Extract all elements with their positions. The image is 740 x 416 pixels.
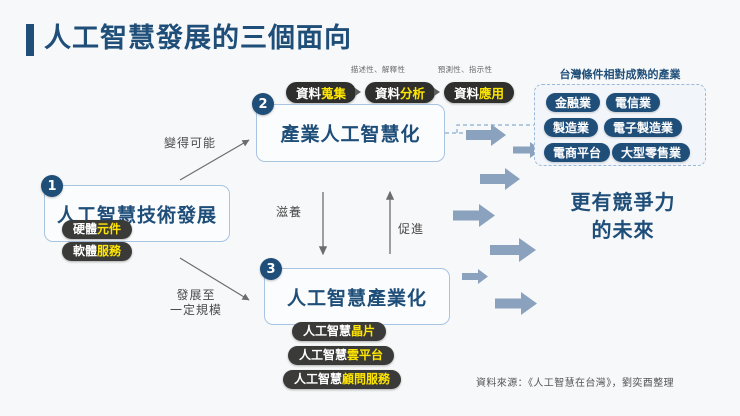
- industry-pill-large-retail[interactable]: 大型零售業: [612, 143, 691, 162]
- page-title: 人工智慧發展的三個面向: [44, 23, 352, 54]
- connector-label-promote: 促進: [398, 222, 425, 236]
- connector-label-develop-to-scale-line2: 一定規模: [169, 303, 222, 317]
- connector-label-nourish: 滋養: [276, 205, 303, 219]
- pill-ai-chip-prefix: 人工智慧: [303, 324, 352, 338]
- industry-pill-ecommerce[interactable]: 電商平台: [544, 143, 611, 162]
- connector-label-develop-to-scale: 發展至 一定規模: [160, 288, 232, 318]
- box-ai-industrialization-badge: 3: [260, 258, 282, 280]
- connector-label-develop-to-scale-line1: 發展至: [176, 288, 216, 302]
- pill-ai-cloud-platform-highlight: 雲平台: [347, 348, 384, 362]
- flow-caption-1: 描述性、解釋性: [350, 65, 406, 74]
- flow-pill-analyze[interactable]: 資料分析: [365, 82, 436, 103]
- box-industry-ai[interactable]: 產業人工智慧化: [256, 104, 445, 162]
- box-ai-industrialization[interactable]: 人工智慧產業化: [264, 268, 450, 325]
- pill-ai-consulting-service-highlight: 顧問服務: [342, 372, 391, 386]
- outcome-line2: 的未來: [591, 218, 655, 242]
- industry-pill-telecom[interactable]: 電信業: [606, 93, 661, 112]
- industry-pill-electronics-manufacturing[interactable]: 電子製造業: [604, 118, 683, 137]
- pill-ai-consulting-service[interactable]: 人工智慧顧問服務: [283, 370, 402, 389]
- flow-arrow-1: [355, 88, 361, 96]
- block-arrow-1: [466, 124, 506, 150]
- flow-pill-analyze-prefix: 資料: [375, 86, 401, 101]
- block-arrow-3: [480, 168, 520, 194]
- pill-software-service-highlight: 服務: [97, 244, 122, 258]
- pill-ai-chip-highlight: 晶片: [351, 324, 376, 338]
- flow-pill-collect[interactable]: 資料蒐集: [286, 82, 357, 103]
- flow-pill-apply[interactable]: 資料應用: [444, 82, 515, 103]
- right-panel-title: 台灣條件相對成熟的產業: [559, 68, 681, 81]
- flow-arrow-2: [434, 88, 440, 96]
- block-arrow-6: [462, 269, 488, 288]
- box-industry-ai-title: 產業人工智慧化: [280, 123, 421, 146]
- pill-hardware-component-prefix: 硬體: [73, 222, 98, 236]
- flow-pill-analyze-highlight: 分析: [400, 86, 426, 101]
- industry-pill-manufacturing[interactable]: 製造業: [544, 118, 599, 137]
- flow-caption-2: 預測性、指示性: [437, 65, 493, 74]
- block-arrow-4: [453, 204, 495, 231]
- box-ai-industrialization-title: 人工智慧產業化: [286, 287, 427, 309]
- pill-hardware-component-highlight: 元件: [97, 222, 122, 236]
- source-citation: 資料來源：《人工智慧在台灣》，劉奕酉整理: [476, 378, 674, 389]
- pill-hardware-component[interactable]: 硬體元件: [62, 220, 133, 239]
- title-accent-bar: [26, 24, 34, 56]
- box-industry-ai-badge: 2: [252, 93, 274, 115]
- block-arrow-5: [490, 238, 536, 266]
- industry-pill-finance[interactable]: 金融業: [546, 93, 601, 112]
- pill-software-service[interactable]: 軟體服務: [62, 242, 133, 261]
- outcome-line1: 更有競爭力: [570, 190, 676, 214]
- pill-ai-cloud-platform[interactable]: 人工智慧雲平台: [288, 346, 395, 365]
- pill-software-service-prefix: 軟體: [73, 244, 98, 258]
- pill-ai-consulting-service-prefix: 人工智慧: [294, 372, 343, 386]
- block-arrow-7: [495, 292, 537, 319]
- pill-ai-chip[interactable]: 人工智慧晶片: [292, 322, 387, 341]
- flow-pill-collect-highlight: 蒐集: [321, 86, 347, 101]
- box-ai-tech-dev-badge: 1: [41, 175, 63, 197]
- outcome-text: 更有競爭力 的未來: [548, 188, 698, 244]
- pill-ai-cloud-platform-prefix: 人工智慧: [299, 348, 348, 362]
- flow-pill-apply-prefix: 資料: [454, 86, 480, 101]
- connector-label-becomes-possible: 變得可能: [164, 136, 217, 150]
- flow-pill-collect-prefix: 資料: [296, 86, 322, 101]
- flow-pill-apply-highlight: 應用: [479, 86, 505, 101]
